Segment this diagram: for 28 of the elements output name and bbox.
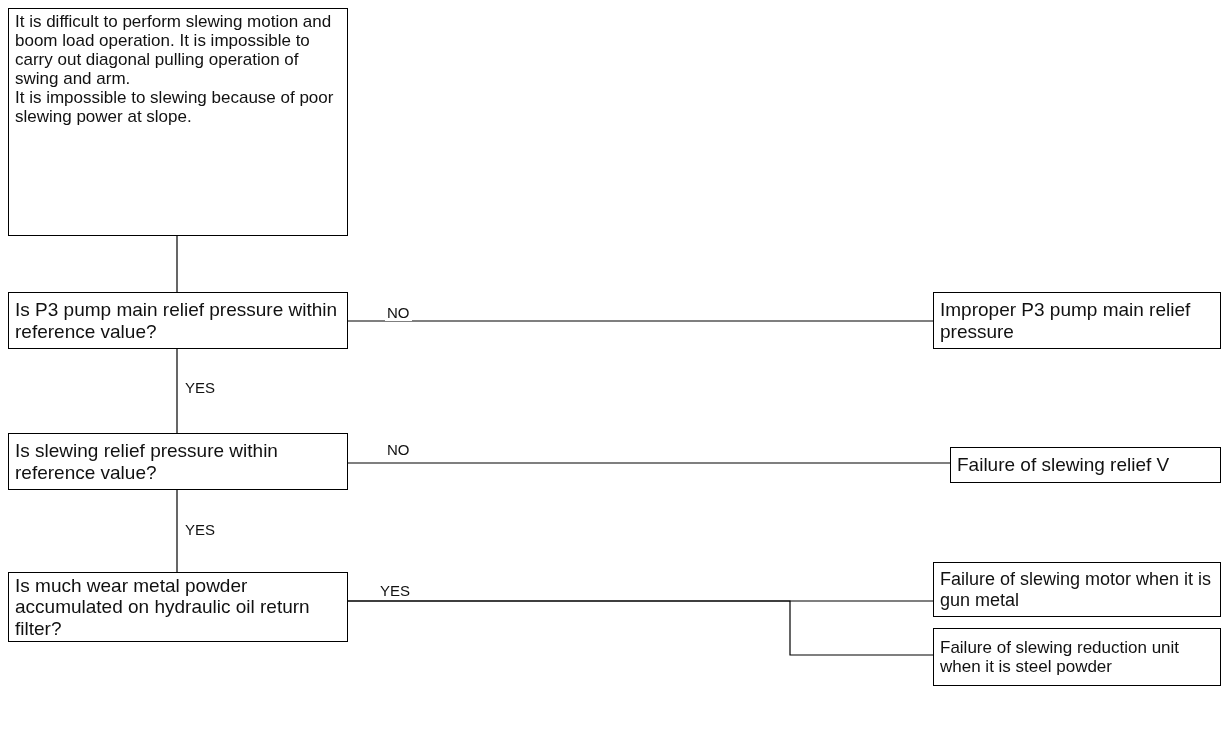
process-box bbox=[933, 628, 1221, 686]
box-text: Failure of slewing reduction unit when it is steel powder bbox=[940, 637, 1181, 677]
box-text: Failure of slewing motor when it is gun metal bbox=[940, 569, 1213, 610]
edge-label: YES bbox=[183, 522, 217, 538]
edge-label: YES bbox=[183, 380, 217, 396]
connector-line bbox=[176, 489, 178, 573]
box-text: Failure of slewing relief V bbox=[957, 454, 1171, 476]
process-box bbox=[933, 562, 1221, 617]
box-text: It is difficult to perform slewing motion and boom load operation. It is impossible to carry out diagonal pulling operation of swing and arm. bbox=[15, 12, 333, 89]
process-box bbox=[933, 292, 1221, 349]
connector-line bbox=[176, 235, 178, 293]
edge-label: NO bbox=[385, 442, 412, 458]
box-text: Is slewing relief pressure within reference value? bbox=[15, 440, 279, 483]
connector-line bbox=[347, 600, 934, 656]
process-box bbox=[8, 433, 348, 490]
process-box bbox=[8, 572, 348, 642]
process-box bbox=[8, 292, 348, 349]
edge-label: NO bbox=[385, 305, 412, 321]
box-text: Improper P3 pump main relief pressure bbox=[940, 299, 1192, 342]
connector-line bbox=[347, 320, 934, 322]
process-box bbox=[8, 8, 348, 236]
box-text: It is impossible to slewing because of poor slewing power at slope. bbox=[15, 88, 335, 127]
box-text: Is much wear metal powder accumulated on hydraulic oil return filter? bbox=[15, 575, 311, 639]
edge-label: YES bbox=[378, 583, 412, 599]
box-text: Is P3 pump main relief pressure within reference value? bbox=[15, 299, 339, 342]
connector-line bbox=[176, 348, 178, 434]
process-box bbox=[950, 447, 1221, 483]
connector-line bbox=[347, 462, 951, 464]
